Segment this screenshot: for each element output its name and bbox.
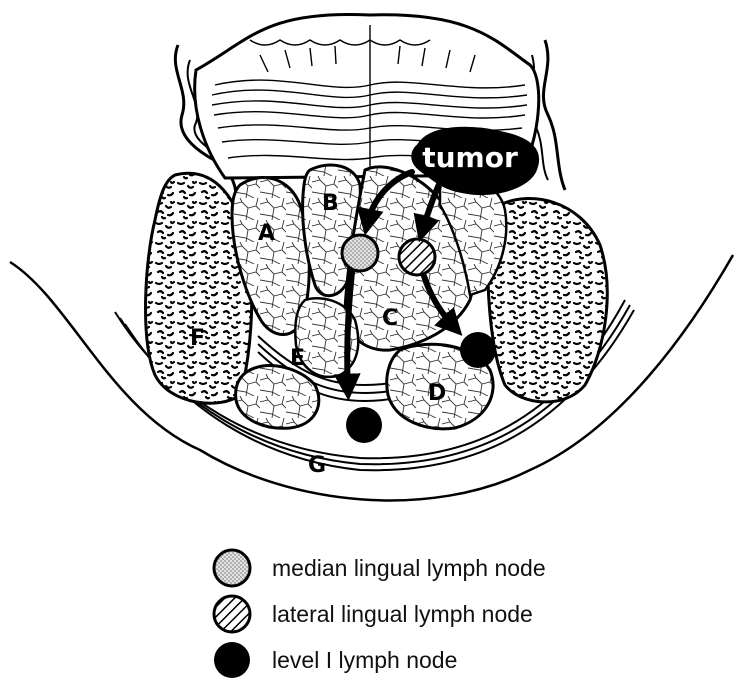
region-label-d: D (428, 381, 446, 406)
region-label-g: G (308, 453, 326, 478)
legend: median lingual lymph node lateral lingua… (210, 545, 670, 683)
median-node-legend-icon (210, 546, 254, 590)
median-lingual-lymph-node (342, 235, 378, 271)
level-i-lymph-node-right (460, 332, 496, 368)
legend-row-median: median lingual lymph node (210, 545, 670, 591)
region-e-lower (236, 366, 319, 429)
region-label-e: E (290, 346, 305, 371)
region-label-f: F (190, 326, 205, 351)
region-label-a: A (258, 221, 275, 246)
legend-row-lateral: lateral lingual lymph node (210, 591, 670, 637)
legend-label-level1: level I lymph node (272, 647, 457, 674)
region-label-b: B (322, 191, 339, 216)
region-label-c: C (382, 306, 398, 331)
level-i-lymph-node-left (346, 407, 382, 443)
lateral-lingual-lymph-node (399, 239, 435, 275)
level1-node-legend-icon (210, 638, 254, 682)
legend-label-median: median lingual lymph node (272, 555, 546, 582)
right-cheek-contour (543, 40, 565, 190)
tongue-cross-section-diagram: tumor A B C D E F G (0, 0, 741, 530)
lateral-node-legend-icon (210, 592, 254, 636)
legend-label-lateral: lateral lingual lymph node (272, 601, 533, 628)
tumor-label: tumor (422, 141, 518, 174)
legend-row-level1: level I lymph node (210, 637, 670, 683)
